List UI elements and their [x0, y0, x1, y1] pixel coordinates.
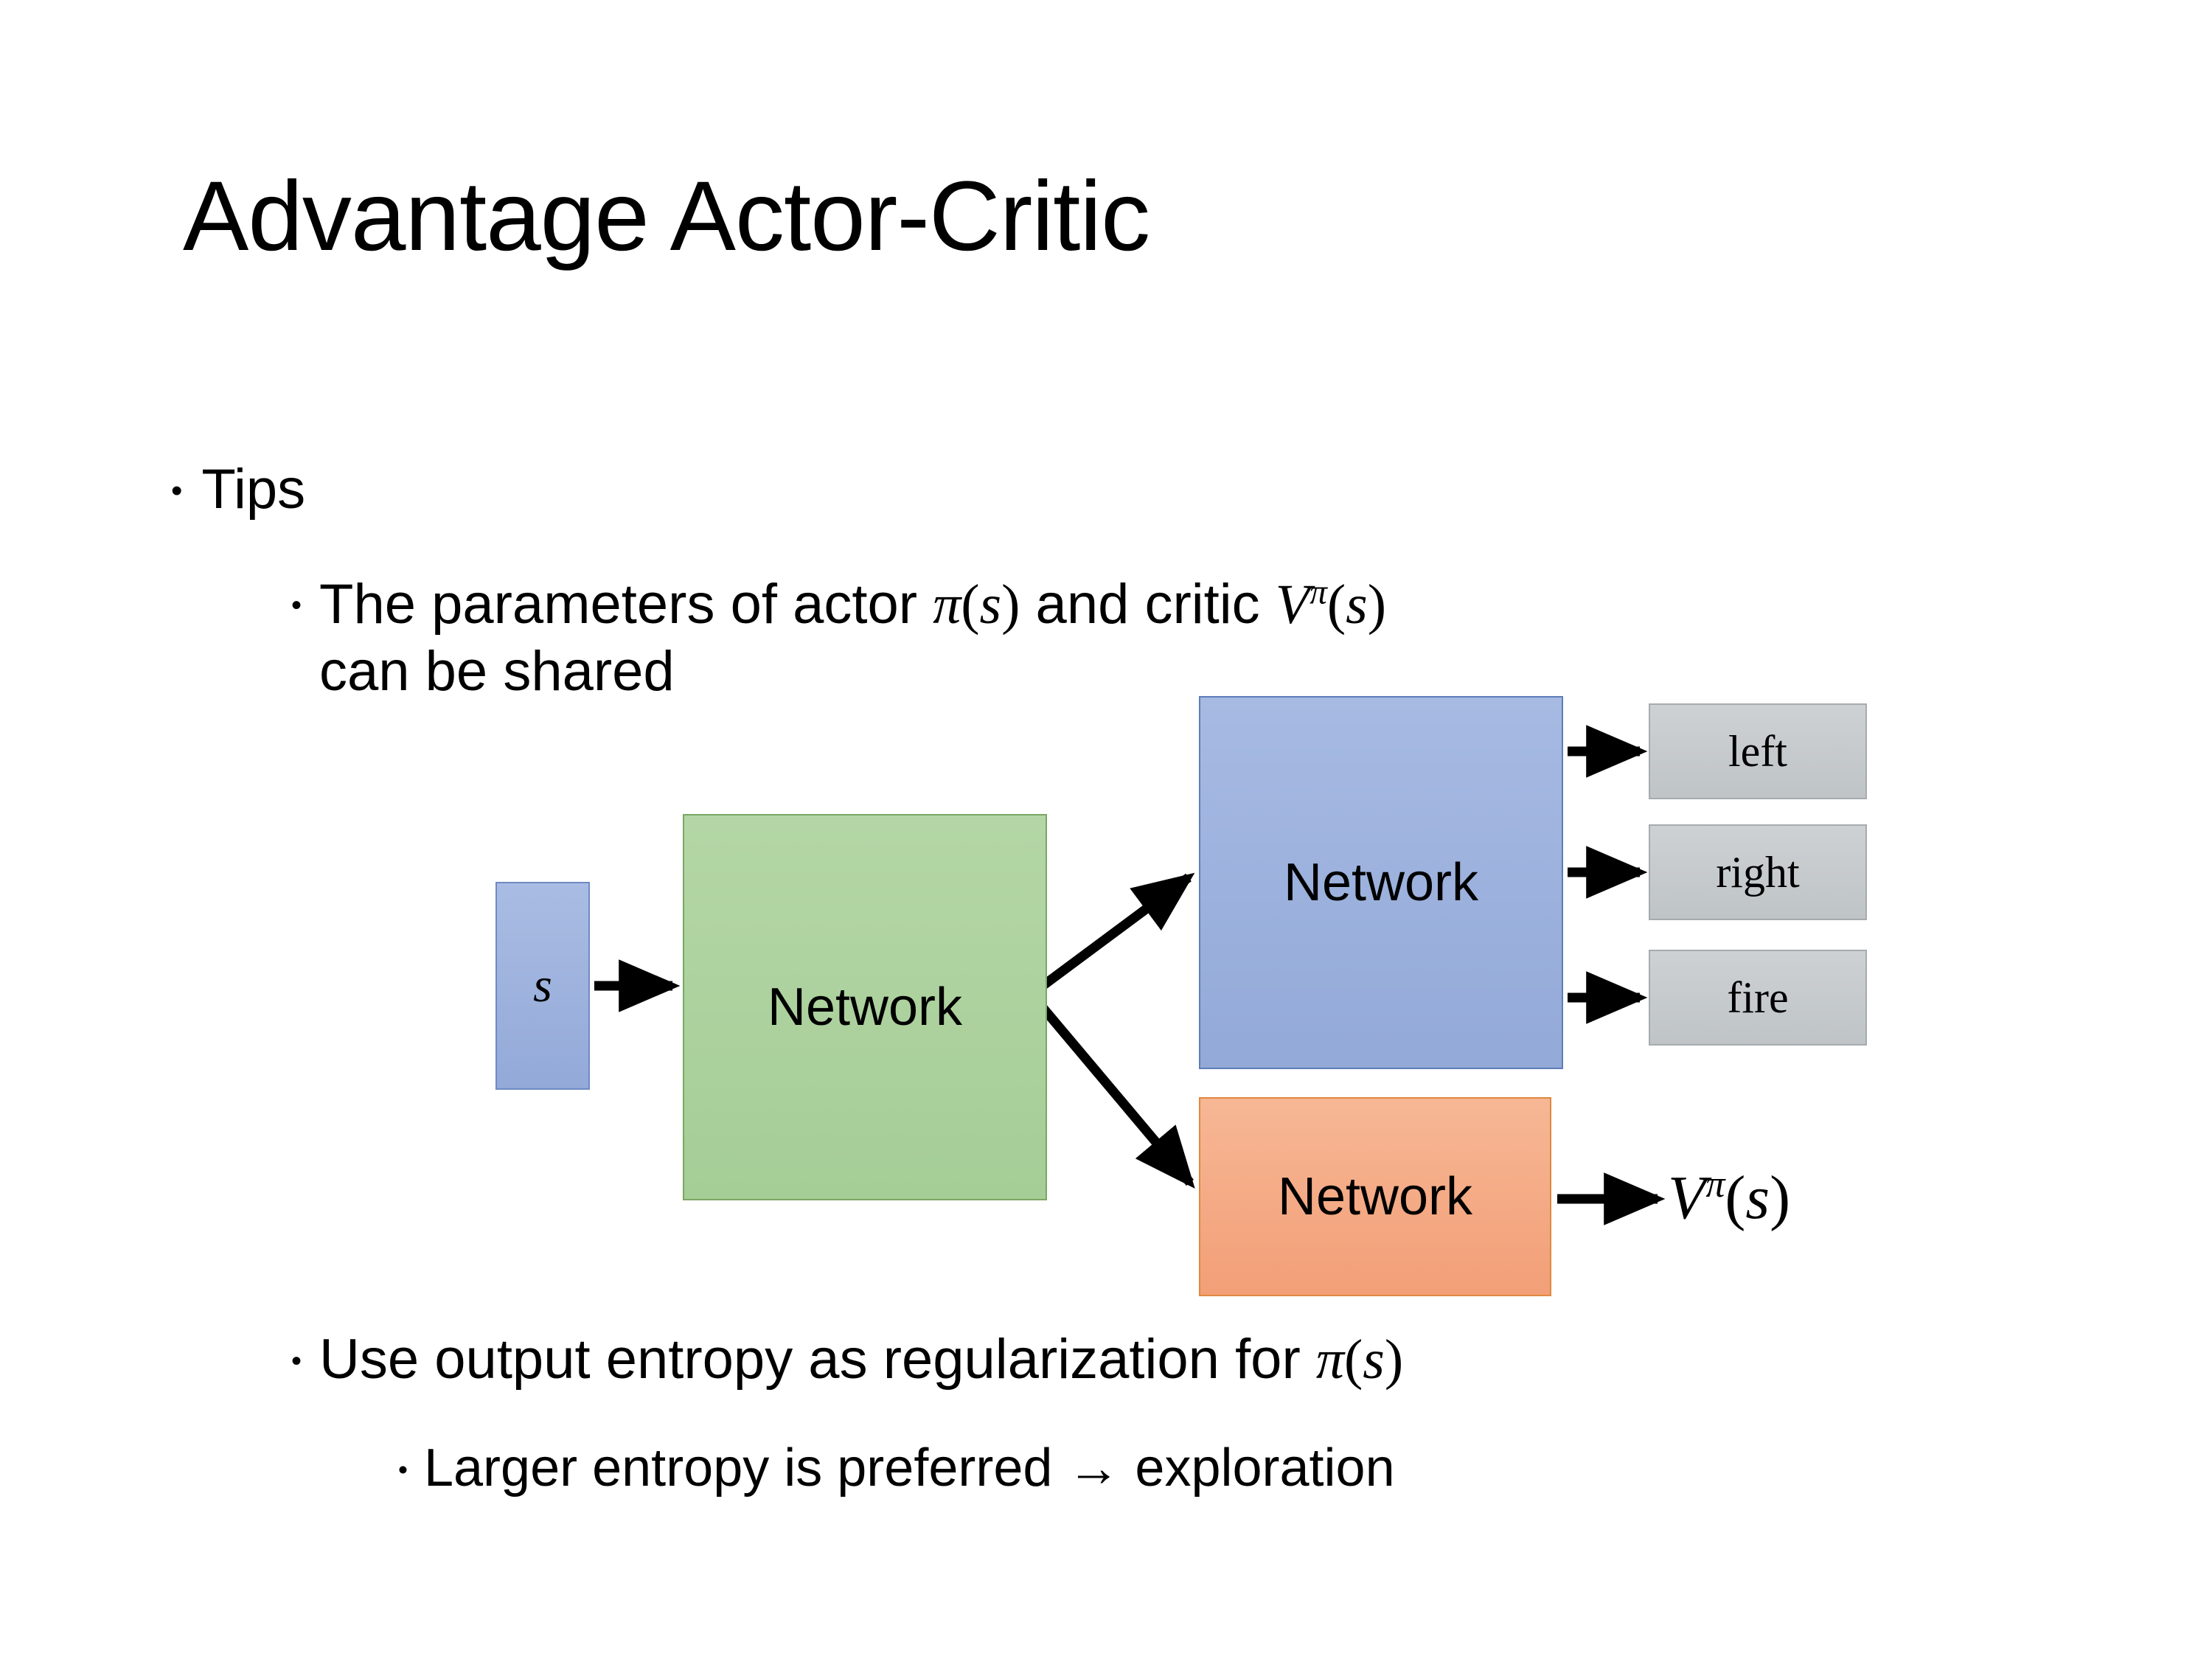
bullet-larger-entropy: • Larger entropy is preferred → explorat… [398, 1438, 1395, 1498]
actor-network-box: Network [1199, 696, 1563, 1069]
state-label: s [533, 959, 552, 1012]
action-output-right: right [1649, 824, 1867, 920]
text-run-actor-prefix: The parameters of actor [319, 573, 933, 636]
value-output-label: Vπ(s) [1668, 1161, 1790, 1234]
state-input-box: s [495, 882, 590, 1090]
critic-network-label: Network [1277, 1167, 1473, 1226]
math-pi-of-s: π(s) [1315, 1329, 1404, 1391]
action-label-right: right [1716, 847, 1800, 897]
text-run-entropy-prefix: Use output entropy as regularization for [319, 1328, 1316, 1391]
text-run-critic-prefix: and critic [1020, 573, 1276, 636]
bullet-tips-label: Tips [201, 458, 306, 521]
arrow-shared-to-actor [1031, 872, 1195, 997]
actor-network-label: Network [1283, 853, 1479, 912]
critic-network-box: Network [1199, 1097, 1551, 1296]
action-label-fire: fire [1727, 973, 1789, 1022]
bullet-tips: • Tips [171, 457, 305, 521]
math-v-pi-of-s: Vπ(s) [1668, 1164, 1791, 1232]
bullet-marker-icon: • [291, 589, 302, 622]
bullet-larger-entropy-label: Larger entropy is preferred → exploratio… [423, 1439, 1395, 1498]
action-label-left: left [1728, 726, 1787, 776]
action-output-left: left [1649, 703, 1867, 799]
shared-network-label: Network [767, 978, 963, 1037]
action-output-fire: fire [1649, 950, 1867, 1046]
bullet-shared-parameters: • The parameters of actor π(s) and criti… [291, 571, 2061, 704]
bullet-marker-icon: • [171, 473, 183, 509]
bullet-marker-icon: • [398, 1455, 408, 1485]
page-title: Advantage Actor-Critic [183, 161, 1150, 271]
text-run-can-be-shared: can be shared [319, 639, 675, 703]
arrow-shared-to-critic [1030, 993, 1195, 1189]
shared-network-box: Network [683, 814, 1047, 1200]
bullet-shared-parameters-text: The parameters of actor π(s) and critic … [319, 571, 1386, 704]
math-pi-of-s: π(s) [933, 574, 1020, 636]
math-v-pi-of-s: Vπ(s) [1275, 573, 1387, 636]
bullet-marker-icon: • [291, 1345, 302, 1377]
bullet-entropy-text: Use output entropy as regularization for… [319, 1327, 1403, 1392]
bullet-entropy-regularization: • Use output entropy as regularization f… [291, 1327, 1403, 1392]
